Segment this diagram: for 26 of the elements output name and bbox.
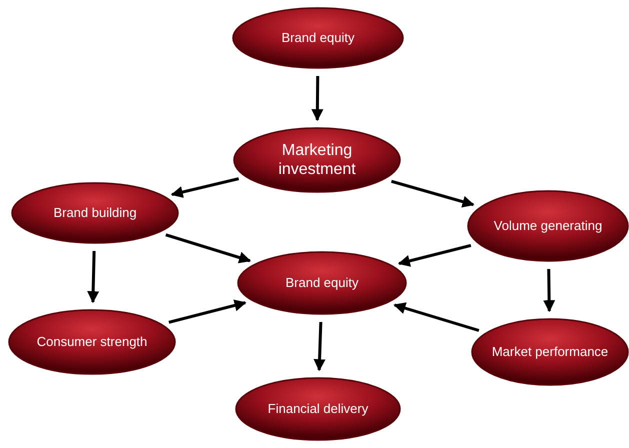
arrow	[87, 250, 100, 304]
ellipse-node	[8, 309, 176, 375]
arrow	[311, 76, 324, 122]
arrow	[390, 180, 474, 208]
arrow	[398, 244, 472, 267]
ellipse-node	[232, 7, 404, 69]
ellipse-node	[235, 377, 401, 441]
ellipse-node	[467, 190, 629, 262]
node-label: Financial delivery	[266, 401, 370, 417]
node-label: Market performance	[490, 344, 610, 360]
node-label: Volume generating	[492, 218, 604, 234]
arrow	[543, 268, 556, 312]
arrow	[165, 233, 252, 264]
ellipse-node	[237, 251, 407, 315]
node-label: Marketing investment	[277, 140, 357, 180]
node-label: Brand equity	[280, 30, 356, 46]
arrow	[170, 177, 240, 198]
arrow	[393, 302, 480, 332]
node-label: Brand building	[52, 205, 138, 221]
ellipse-node	[471, 318, 629, 386]
ellipse-node	[233, 127, 401, 193]
ellipse-node	[11, 182, 179, 244]
node-label: Brand equity	[284, 275, 360, 291]
node-label: Consumer strength	[36, 334, 148, 350]
arrow	[168, 300, 246, 324]
arrow	[314, 322, 326, 372]
